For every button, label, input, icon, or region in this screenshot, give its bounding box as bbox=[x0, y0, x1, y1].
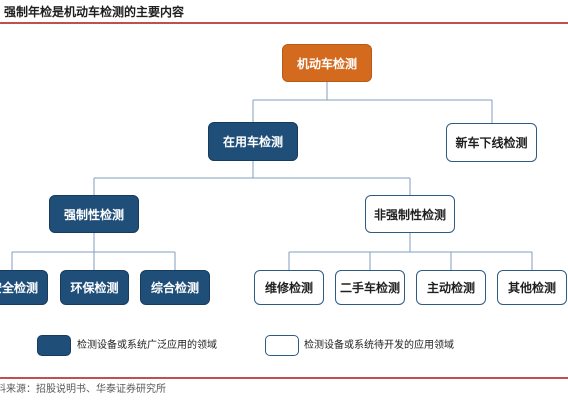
title-divider bbox=[0, 22, 568, 24]
legend-filled-label: 检测设备或系统广泛应用的领域 bbox=[77, 340, 217, 351]
node-comprehensive-inspection: 综合检测 bbox=[140, 270, 210, 305]
node-mandatory-inspection: 强制性检测 bbox=[49, 195, 139, 233]
node-nonmandatory-inspection: 非强制性检测 bbox=[365, 195, 455, 233]
node-safety-inspection: 安全检测 bbox=[0, 270, 48, 305]
node-new-car-inspection: 新车下线检测 bbox=[446, 123, 537, 162]
node-used-car-inspection: 二手车检测 bbox=[335, 270, 405, 305]
node-environmental-inspection: 环保检测 bbox=[60, 270, 129, 305]
node-repair-inspection: 维修检测 bbox=[254, 270, 324, 305]
legend-outline-label: 检测设备或系统待开发的应用领域 bbox=[304, 340, 454, 351]
node-in-use-inspection: 在用车检测 bbox=[208, 122, 298, 161]
page-title: 强制年检是机动车检测的主要内容 bbox=[4, 5, 185, 19]
node-vehicle-inspection: 机动车检测 bbox=[282, 44, 372, 82]
legend-filled-swatch bbox=[37, 335, 71, 356]
node-active-inspection: 主动检测 bbox=[416, 270, 486, 305]
source-note: 资料来源：招股说明书、华泰证券研究所 bbox=[0, 384, 166, 395]
footer-divider bbox=[0, 377, 568, 379]
legend-outline-swatch bbox=[265, 335, 299, 356]
node-other-inspection: 其他检测 bbox=[497, 270, 567, 305]
